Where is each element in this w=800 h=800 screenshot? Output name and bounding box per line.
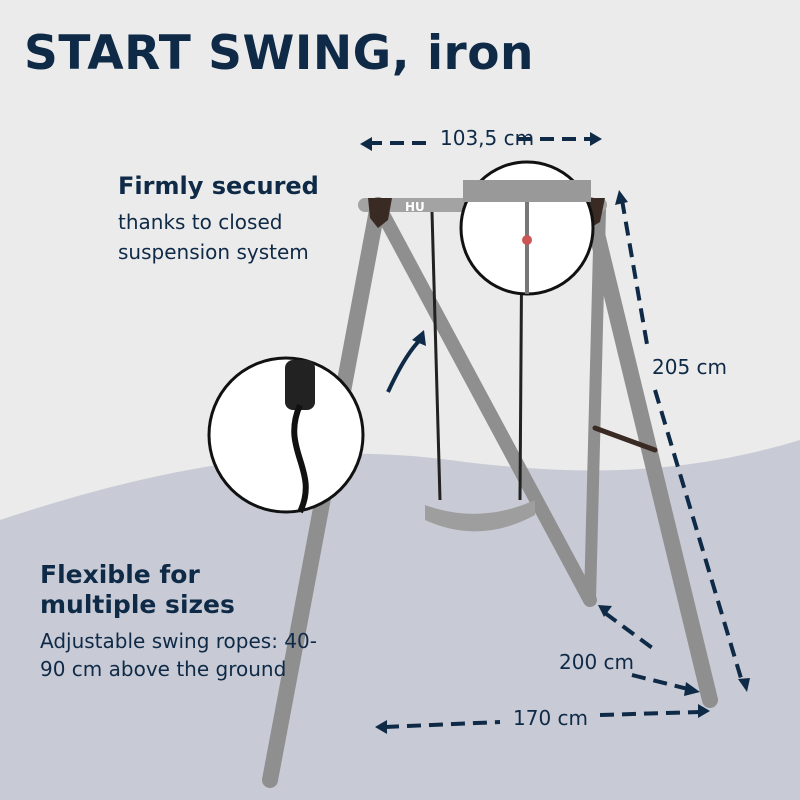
dimension-lines [368, 137, 745, 729]
dimension-depth: 200 cm [559, 650, 635, 674]
feature-flexible-text: Adjustable swing ropes: 40-90 cm above t… [40, 629, 317, 681]
brand-label: HU [405, 200, 425, 214]
ground-wave [0, 440, 800, 800]
zoom-circle-suspension [459, 160, 595, 296]
feature-flexible-heading: Flexible for multiple sizes [40, 560, 235, 619]
dimension-base-width: 170 cm [513, 706, 589, 730]
dimension-top-width: 103,5 cm [440, 126, 535, 150]
corner-bracket [368, 198, 392, 228]
page-title: START SWING, iron [24, 26, 534, 81]
feature-secured-text: thanks to closed suspension system [118, 210, 309, 264]
zoom-circle-rope [207, 356, 365, 514]
feature-secured-heading: Firmly secured [118, 172, 319, 200]
pointer-arrow-icon [386, 338, 422, 393]
arrowheads [360, 132, 750, 734]
dimension-height: 205 cm [652, 355, 728, 379]
